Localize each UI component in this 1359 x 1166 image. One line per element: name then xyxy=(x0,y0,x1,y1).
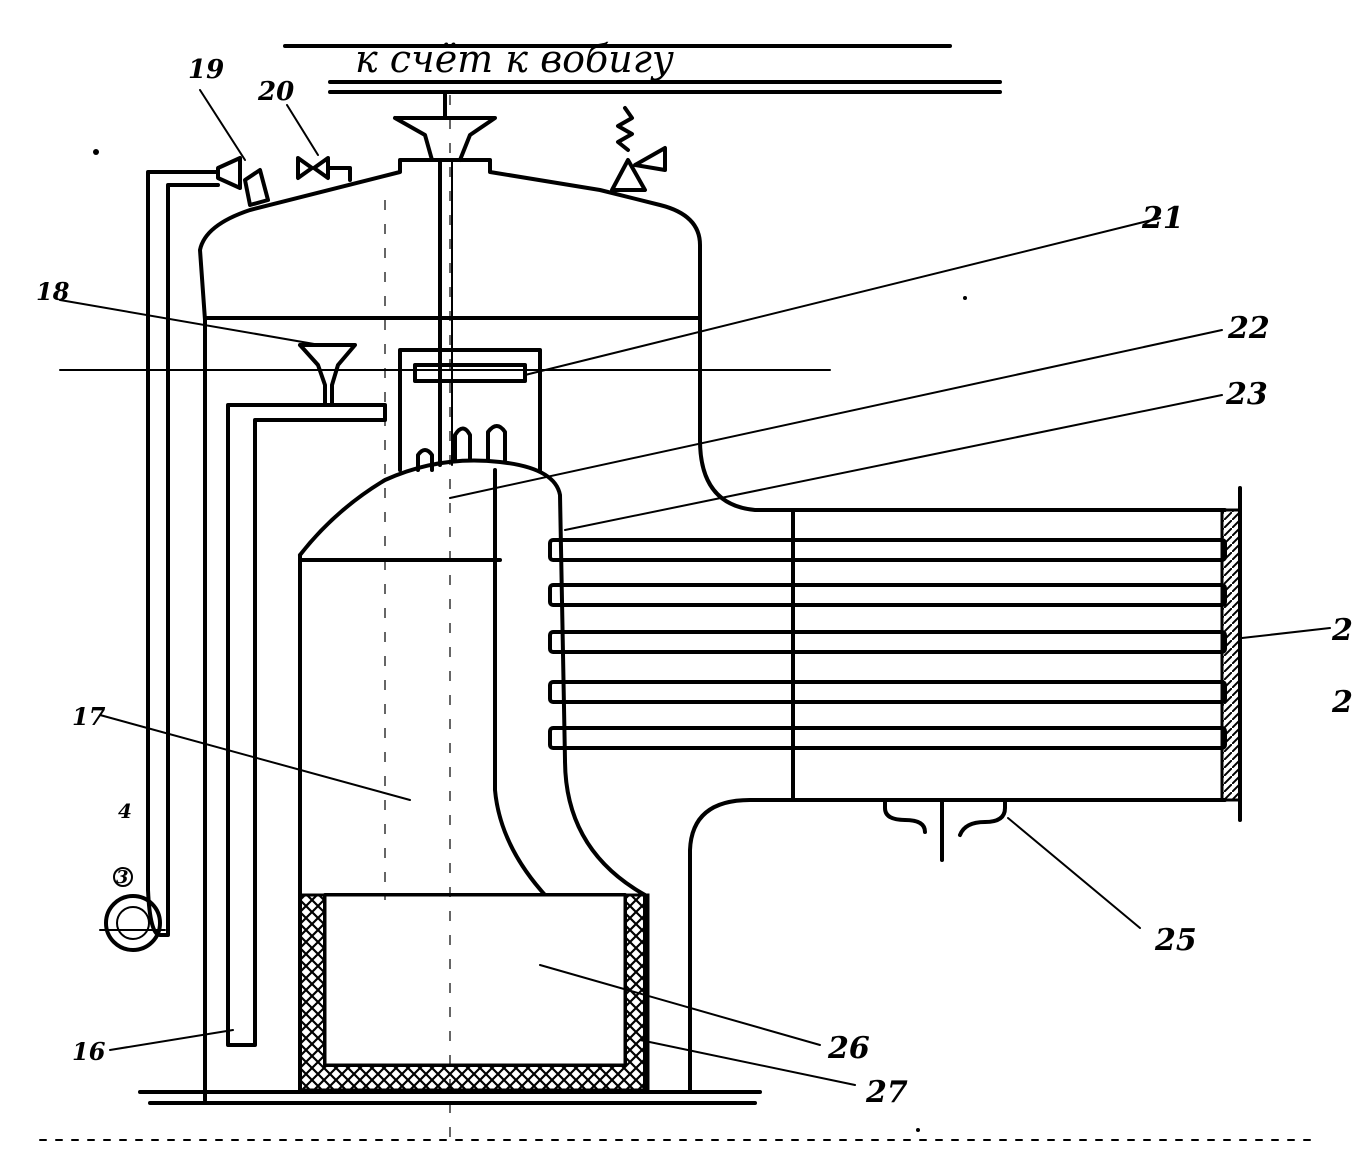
label-27: 27 xyxy=(865,1075,908,1110)
label-18: 18 xyxy=(36,277,70,306)
top-funnel xyxy=(393,116,497,162)
label-24b: 2 xyxy=(1331,685,1353,720)
drain-25 xyxy=(883,798,1007,862)
label-22: 22 xyxy=(1227,311,1270,346)
valve-19 xyxy=(216,156,270,207)
label-24: 2 xyxy=(1331,613,1353,648)
top-beam xyxy=(283,44,1002,94)
safety-valve xyxy=(610,106,667,192)
base-plate xyxy=(138,1090,762,1105)
tube-bundle xyxy=(548,538,1227,750)
label-20: 20 xyxy=(257,77,294,107)
leader-lines xyxy=(59,89,1331,1086)
label-26: 26 xyxy=(827,1031,870,1066)
label-25: 25 xyxy=(1154,923,1197,958)
label-gauge: 3 xyxy=(116,867,129,888)
label-17: 17 xyxy=(72,702,106,731)
distributor-plate-21 xyxy=(413,363,527,383)
upper-tank xyxy=(198,158,1227,512)
gas-line xyxy=(146,170,220,937)
pressure-gauge xyxy=(104,894,162,952)
feed-funnel-18 xyxy=(298,343,357,407)
caption-text: к счёт к вобигу xyxy=(355,37,674,81)
valve-20 xyxy=(296,156,352,182)
label-16: 16 xyxy=(72,1037,106,1066)
label-small: 4 xyxy=(118,799,132,823)
inner-chimney xyxy=(398,348,542,472)
tube-sheet xyxy=(1220,508,1242,802)
inner-flue xyxy=(493,468,547,897)
label-21: 21 xyxy=(1141,201,1184,236)
label-23: 23 xyxy=(1225,377,1268,412)
label-19: 19 xyxy=(188,55,224,85)
burner-nozzles xyxy=(416,424,507,472)
feed-pipe xyxy=(226,403,387,1047)
exchanger-housing xyxy=(688,798,1227,1092)
